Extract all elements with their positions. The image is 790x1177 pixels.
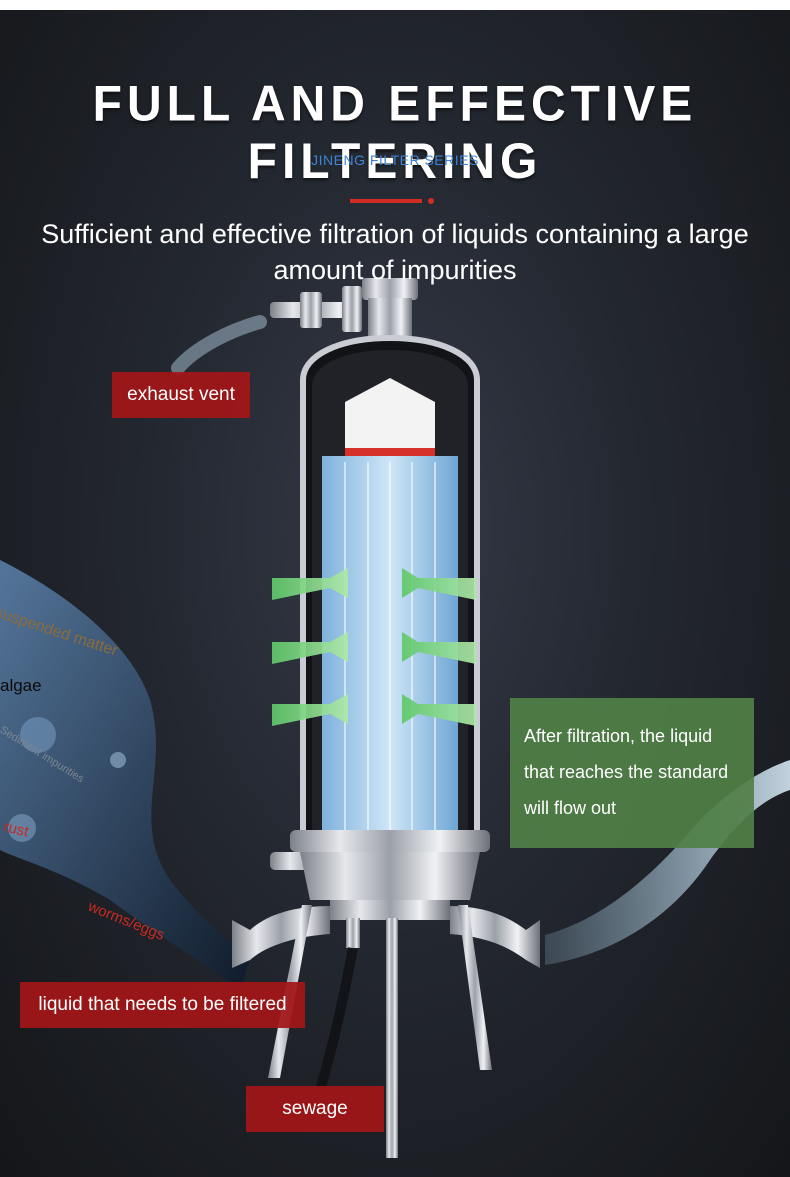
- impurity-algae: algae: [0, 676, 42, 695]
- liquid-to-filter-label: liquid that needs to be filtered: [20, 982, 305, 1028]
- outlet-pipe: [450, 906, 540, 968]
- filter-cartridge-cap: [345, 378, 435, 456]
- headline: Sufficient and effective filtration of l…: [41, 219, 749, 285]
- exhaust-vent-label: exhaust vent: [112, 372, 250, 418]
- after-filtration-line-1: After filtration, the liquid: [524, 726, 713, 746]
- title-divider-dot: [428, 198, 434, 204]
- flow-arrows: [272, 568, 476, 726]
- after-filtration-line-3: will flow out: [524, 798, 617, 818]
- after-filtration-line-2: that reaches the standard: [524, 762, 729, 782]
- inlet-pipe: [232, 906, 330, 968]
- after-filtration-label: After filtration, the liquid that reache…: [510, 698, 754, 848]
- dirty-water-splash: [0, 560, 250, 990]
- title-divider: [350, 199, 422, 203]
- sewage-label: sewage: [246, 1086, 384, 1132]
- series-subtitle: JINENG FILTER SERIES: [311, 152, 479, 168]
- page-title: FULL AND EFFECTIVE FILTERING: [92, 76, 698, 190]
- top-white-strip: [0, 0, 790, 10]
